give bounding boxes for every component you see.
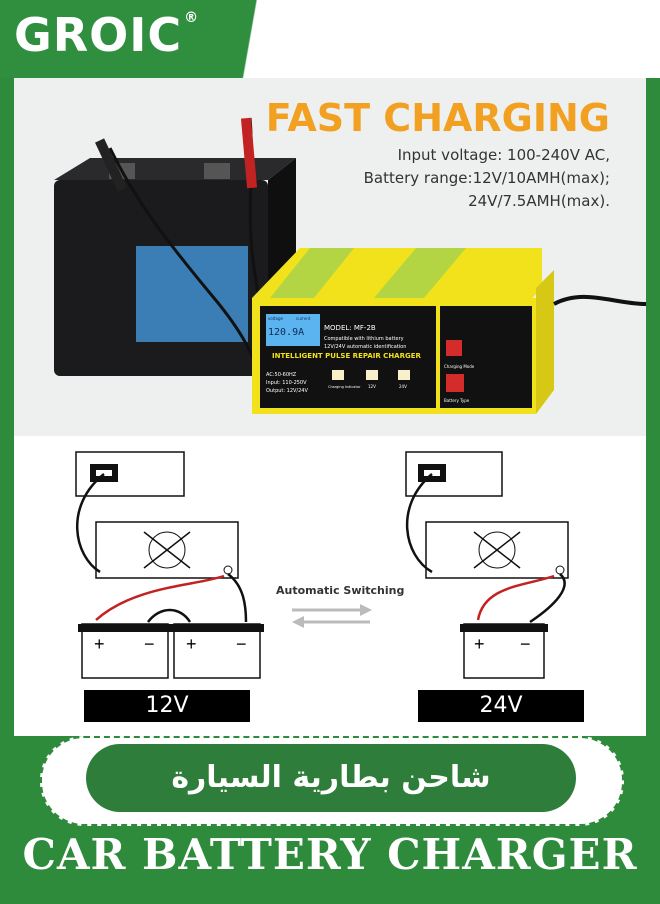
- left-battery-1-minus: −: [144, 634, 155, 654]
- spec-line: 24V/7.5AMH(max).: [468, 192, 610, 210]
- arabic-title: شاحن بطارية السيارة: [86, 744, 576, 812]
- switch-charging-mode-label: Charging Mode: [444, 364, 475, 369]
- charger-image: [252, 248, 646, 414]
- charger-feature-2: 12V/24V automatic identification: [324, 344, 406, 350]
- charger-name-text: INTELLIGENT PULSE REPAIR CHARGER: [272, 352, 422, 360]
- lcd-left-label: voltage: [268, 316, 283, 321]
- left-battery-2-minus: −: [236, 634, 247, 654]
- wiring-diagram: + − + − + − Automatic Switching 12V 24V: [14, 436, 646, 736]
- product-photo-panel: FAST CHARGING Input voltage: 100-240V AC…: [14, 78, 646, 436]
- charger-ac-text: AC:50-60HZ: [266, 372, 297, 378]
- indicator-charging-label: Charging Indicator: [328, 385, 361, 389]
- charger-feature-1: Compatible with lithium battery: [324, 336, 404, 342]
- indicator-24v-label: 24V: [399, 384, 407, 389]
- left-battery-2-plus: +: [186, 634, 197, 654]
- voltage-label-24v: 24V: [418, 690, 584, 722]
- brand-logo: GROIC®: [14, 8, 200, 62]
- charger-input-text: Input: 110-250V: [266, 380, 307, 386]
- right-battery-plus: +: [474, 634, 485, 654]
- spec-line: Input voltage: 100-240V AC,: [397, 146, 610, 164]
- header-banner: GROIC®: [0, 0, 660, 78]
- indicator-12v-label: 12V: [368, 384, 376, 389]
- switch-battery-type-label: Battery Type: [444, 398, 470, 403]
- wiring-illustration: [75, 451, 569, 679]
- voltage-label-12v: 12V: [84, 690, 250, 722]
- bottom-title: CAR BATTERY CHARGER: [22, 830, 638, 879]
- spec-line: Battery range:12V/10AMH(max);: [363, 169, 610, 187]
- charger-model-text: MODEL: MF-2B: [324, 324, 376, 332]
- fast-charging-headline: FAST CHARGING: [265, 96, 610, 140]
- lcd-right-label: current: [296, 316, 311, 321]
- automatic-switching-label: Automatic Switching: [276, 584, 405, 597]
- right-battery-minus: −: [520, 634, 531, 654]
- lcd-value: 120.9A: [268, 327, 304, 338]
- product-illustration: MODEL: MF-2B Compatible with lithium bat…: [54, 117, 646, 414]
- left-battery-1-plus: +: [94, 634, 105, 654]
- charger-output-text: Output: 12V/24V: [266, 388, 308, 394]
